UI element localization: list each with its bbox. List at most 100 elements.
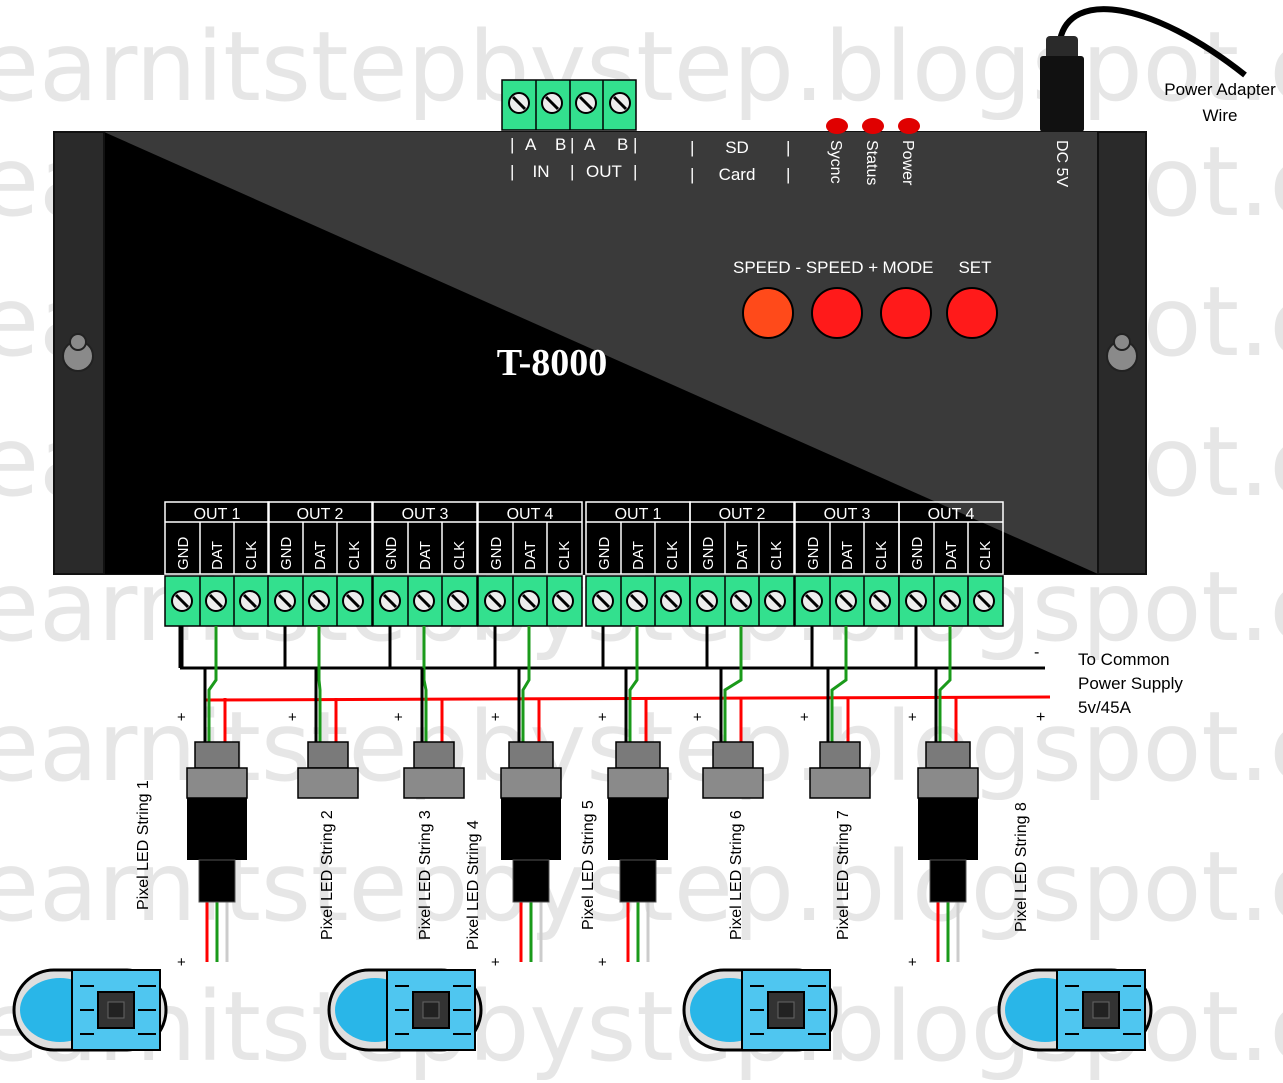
screw-icon <box>540 91 564 115</box>
port-label: OUT 3 <box>402 506 449 523</box>
set-button[interactable] <box>946 287 998 339</box>
connector-cap <box>925 741 971 769</box>
svg-text:|: | <box>690 138 694 157</box>
connector-body <box>608 798 668 860</box>
polarity-plus-label: + <box>177 954 186 971</box>
screw-icon <box>551 589 575 613</box>
polarity-plus-label: + <box>800 709 809 726</box>
pin-label: CLK <box>346 541 363 570</box>
connector-cap <box>508 741 554 769</box>
pin-label: GND <box>383 537 400 571</box>
screw-icon <box>273 589 297 613</box>
pin-label: CLK <box>451 541 468 570</box>
power-supply-label: Power Supply <box>1078 674 1183 693</box>
screw-icon <box>307 589 331 613</box>
polarity-plus-label: + <box>491 709 500 726</box>
screw-icon <box>238 589 262 613</box>
svg-text:|: | <box>510 135 514 154</box>
supply-plus-label: + <box>1036 709 1045 726</box>
pin-label: CLK <box>977 541 994 570</box>
pin-label: GND <box>175 537 192 571</box>
wiring <box>178 626 1051 962</box>
button-label: MODE <box>883 258 934 277</box>
pixel-string-label: Pixel LED String 7 <box>835 810 852 940</box>
screw-icon <box>938 589 962 613</box>
button-label: SPEED + <box>806 258 878 277</box>
power-supply-label: 5v/45A <box>1078 698 1132 717</box>
dc-plug <box>1040 56 1084 132</box>
pixel-string-label: Pixel LED String 5 <box>580 800 597 930</box>
pin-label: DAT <box>417 541 434 570</box>
button-label: SPEED - <box>733 258 801 277</box>
pin-label: DAT <box>943 541 960 570</box>
power-adapter-wire <box>1057 6 1247 78</box>
sd-card-label: Card <box>719 165 756 184</box>
button-label: SET <box>958 258 991 277</box>
pin-label: CLK <box>664 541 681 570</box>
speed-up-button[interactable] <box>811 287 863 339</box>
screw-icon <box>625 589 649 613</box>
port-label: OUT 1 <box>194 506 241 523</box>
mode-button[interactable] <box>880 287 932 339</box>
rs485-b-label: B <box>555 135 566 154</box>
connector-cap <box>194 741 240 769</box>
pin-label: GND <box>909 537 926 571</box>
port-label: OUT 2 <box>297 506 344 523</box>
pin-label: GND <box>488 537 505 571</box>
pin-label: CLK <box>873 541 890 570</box>
svg-text:|: | <box>786 165 790 184</box>
screw-icon <box>659 589 683 613</box>
connector-body <box>187 798 247 860</box>
screw-icon <box>378 589 402 613</box>
pin-label: GND <box>805 537 822 571</box>
controller-panel-dark <box>104 132 1098 574</box>
polarity-plus-label: + <box>908 954 917 971</box>
svg-text:|: | <box>633 135 637 154</box>
pin-label: CLK <box>768 541 785 570</box>
connector-collar <box>297 767 359 799</box>
led-label-power: Power <box>899 140 916 186</box>
connector-collar <box>917 767 979 799</box>
pixel-strings: ++Pixel LED String 1+Pixel LED String 2+… <box>12 709 1153 1052</box>
screw-icon <box>972 589 996 613</box>
svg-text:|: | <box>570 135 574 154</box>
svg-text:|: | <box>786 138 790 157</box>
connector-body <box>918 798 978 860</box>
pin-label: GND <box>278 537 295 571</box>
connector-cap <box>307 741 349 769</box>
led-label-sync: Sycnc <box>827 140 844 184</box>
pin-label: DAT <box>734 541 751 570</box>
connector-tail <box>512 859 550 903</box>
connector-collar <box>607 767 669 799</box>
screw-icon <box>517 589 541 613</box>
status-leds <box>826 118 920 134</box>
screw-icon <box>695 589 719 613</box>
connector-cap <box>819 741 861 769</box>
rs485-a-label: A <box>584 135 596 154</box>
screw-icon <box>608 91 632 115</box>
pin-label: DAT <box>312 541 329 570</box>
screw-icon <box>800 589 824 613</box>
port-label: OUT 1 <box>615 506 662 523</box>
pin-label: GND <box>700 537 717 571</box>
pin-label: DAT <box>209 541 226 570</box>
screw-icon <box>763 589 787 613</box>
polarity-plus-label: + <box>288 709 297 726</box>
connector-cap <box>413 741 455 769</box>
pin-label: DAT <box>522 541 539 570</box>
rs485-out-label: OUT <box>586 162 622 181</box>
polarity-plus-label: + <box>491 954 500 971</box>
screw-icon <box>868 589 892 613</box>
pixel-led-icon <box>12 968 168 1052</box>
dc-5v-label: DC 5V <box>1053 140 1070 187</box>
polarity-plus-label: + <box>177 709 186 726</box>
polarity-plus-label: + <box>394 709 403 726</box>
speed-down-button[interactable] <box>742 287 794 339</box>
supply-minus-label: - <box>1034 644 1039 661</box>
connector-body <box>501 798 561 860</box>
connector-collar <box>186 767 248 799</box>
screw-icon <box>341 589 365 613</box>
pin-label: CLK <box>243 541 260 570</box>
